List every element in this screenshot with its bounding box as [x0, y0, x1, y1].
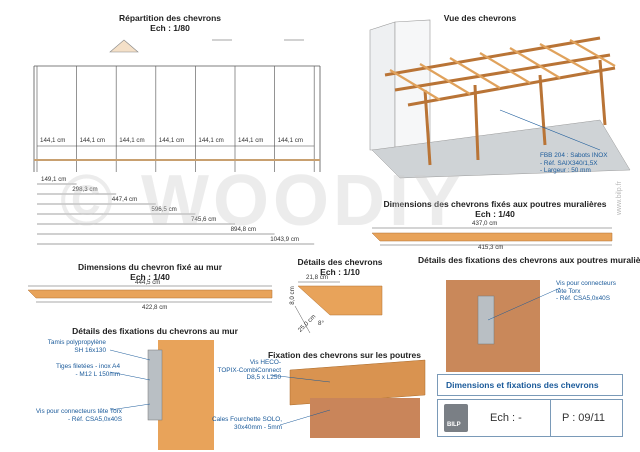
spacing-label: 144,1 cm: [238, 137, 264, 144]
note-cales: Cales Fourchette SOLO,30x40mm - 5mm: [212, 416, 282, 431]
vue-title: Vue des chevrons: [443, 13, 517, 23]
spacing-label: 144,1 cm: [79, 137, 106, 144]
footer-info-box: BILP Ech : - P : 09/11: [437, 399, 623, 437]
spacing-label: 144,1 cm: [40, 137, 66, 144]
dim-mur-bottom: 422,8 cm: [142, 304, 168, 311]
dim-poutres-top: 437,0 cm: [472, 220, 498, 227]
footer-divider: [550, 400, 551, 436]
rafter-lines: [36, 66, 315, 172]
cumulative-label: 447,4 cm: [111, 196, 138, 203]
watermark: © WOODIY: [60, 161, 466, 241]
bilp-logo-text: BILP: [447, 422, 461, 428]
vertical-url: www.bilp.fr: [616, 181, 623, 215]
note-sabots: FBB 204 : Sabots INOX- Réf. SAIX340/1,5X…: [540, 152, 608, 175]
note-vis-mur: Vis pour connecteurs tête Torx- Réf. CSA…: [35, 408, 122, 423]
cumulative-label: 596,5 cm: [151, 206, 177, 213]
spacing-label: 144,1 cm: [198, 137, 224, 144]
spacing-label: 144,1 cm: [158, 137, 185, 144]
dim-detail-angle: 8°: [318, 320, 324, 327]
dim-poutres-bottom: 415,3 cm: [478, 244, 504, 251]
footer-title: Dimensions et fixations des chevrons: [446, 380, 599, 390]
footer-page: P : 09/11: [562, 412, 606, 424]
fix-mur-title: Détails des fixations du chevrons au mur: [72, 326, 238, 336]
cumulative-label: 149,1 cm: [41, 176, 67, 183]
dim-detail-top: 21,8 cm: [306, 274, 329, 281]
dim-mur-top: 444,5 cm: [135, 279, 161, 286]
cumulative-label: 1043,9 cm: [270, 236, 300, 243]
cumulative-label: 745,6 cm: [191, 216, 217, 223]
dim-fixes-poutres-title: Dimensions des chevrons fixés aux poutre…: [383, 199, 607, 219]
bilp-logo: BILP: [444, 404, 468, 432]
dim-detail-side: 8,0 cm: [288, 286, 296, 305]
footer-scale: Ech : -: [490, 412, 522, 424]
fix-poutres-title: Fixation des chevrons sur les poutres: [267, 350, 422, 360]
note-tiges: Tiges filetées - inox A4- M12 L 150mm: [55, 363, 120, 378]
cumulative-dimension-lines: [37, 183, 315, 245]
spacing-label: 144,1 cm: [277, 137, 304, 144]
cumulative-label: 298,3 cm: [72, 186, 98, 193]
cumulative-label: 894,8 cm: [230, 226, 257, 233]
fix-poutres-mur-title: Détails des fixations des chevrons aux p…: [418, 255, 640, 265]
spacing-label: 144,1 cm: [119, 137, 145, 144]
footer-title-box: Dimensions et fixations des chevrons: [437, 374, 623, 396]
